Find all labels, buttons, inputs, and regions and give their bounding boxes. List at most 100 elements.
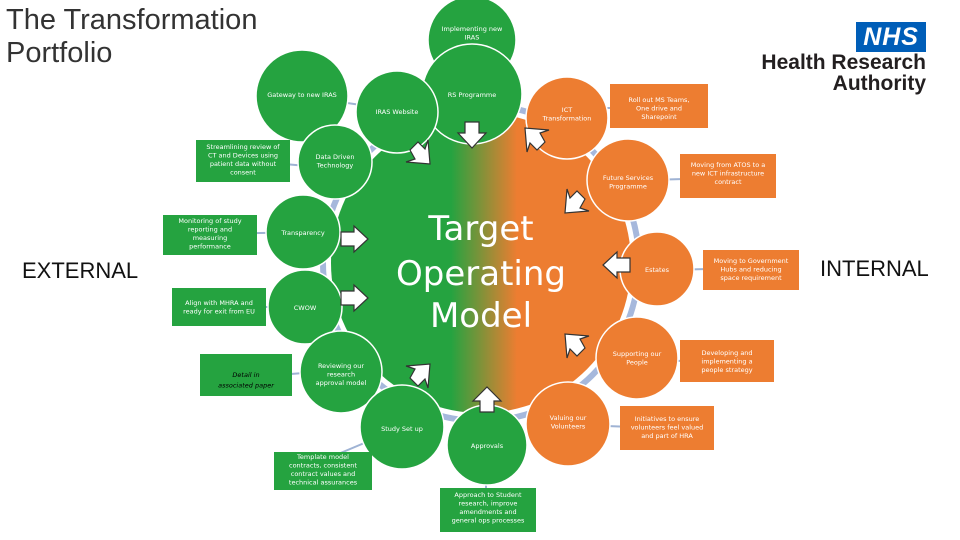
- arrow-diag-top-right: [524, 127, 550, 153]
- label-line: Align with MHRA and: [185, 299, 253, 307]
- logo-line-1: Health Research: [761, 51, 926, 74]
- label-line: patient data without: [210, 160, 277, 168]
- label-line: associated paper: [218, 381, 275, 389]
- arrow-left-estates: [602, 250, 631, 280]
- label-line: contract: [715, 178, 742, 186]
- label-line: People: [626, 358, 648, 366]
- label-line: implementing a: [701, 357, 752, 365]
- label-detail: Detail in associated paper: [218, 371, 275, 389]
- label-gateway-iras: Gateway to new IRAS: [267, 91, 337, 99]
- center-title-line3: Model: [430, 296, 532, 336]
- label-line: reporting and: [188, 225, 232, 233]
- box-moving-gov: [703, 250, 799, 290]
- logo-line-2: Authority: [832, 72, 926, 95]
- center-title-line1: Target: [427, 209, 533, 249]
- label-line: consent: [230, 168, 256, 176]
- bubble-data-driven: [297, 124, 373, 200]
- label-rs-programme: RS Programme: [448, 91, 496, 99]
- label-line: Roll out MS Teams,: [628, 96, 689, 104]
- label-line: space requirement: [720, 274, 782, 282]
- label-line: Future Services: [603, 174, 654, 182]
- label-line: Moving from ATOS to a: [691, 161, 766, 169]
- label-line: Technology: [316, 161, 354, 169]
- bubble-ict-transformation: [525, 76, 609, 160]
- label-line: Reviewing our: [318, 362, 364, 370]
- label-line: new ICT infrastructure: [692, 169, 764, 177]
- label-line: Valuing our: [550, 414, 587, 422]
- box-student-research: [440, 488, 536, 532]
- center-title-line2: Operating: [396, 254, 566, 294]
- label-study-setup: Study Set up: [381, 425, 423, 433]
- box-template-model: [274, 452, 372, 490]
- label-line: IRAS: [465, 33, 480, 41]
- bubble-reviewing: [299, 330, 383, 414]
- arrow-diag-lower-right: [564, 333, 590, 359]
- label-line: research: [327, 370, 355, 378]
- arrow-right-cwow: [340, 283, 369, 313]
- label-line: Supporting our: [613, 350, 662, 358]
- external-label: EXTERNAL: [22, 258, 139, 283]
- label-line: RS Programme: [448, 91, 496, 99]
- box-detail: [200, 354, 292, 396]
- label-line: Hubs and reducing: [720, 265, 781, 273]
- label-line: performance: [189, 242, 231, 250]
- label-cwow: CWOW: [294, 304, 317, 312]
- label-estates: Estates: [645, 266, 670, 274]
- label-iras-website: IRAS Website: [376, 108, 419, 116]
- label-approvals: Approvals: [471, 442, 504, 450]
- box-streamlining: [196, 140, 290, 182]
- target-operating-model-circle: [331, 113, 631, 413]
- arrow-diag-lower-left: [405, 363, 431, 389]
- label-line: people strategy: [701, 366, 752, 374]
- label-line: Approvals: [471, 442, 504, 450]
- nhs-hra-logo: NHS Health Research Authority: [761, 22, 926, 94]
- label-line: technical assurances: [289, 478, 358, 486]
- label-transparency: Transparency: [280, 229, 325, 237]
- arrow-diag-upper-right: [564, 188, 590, 214]
- bubble-supporting-people: [595, 316, 679, 400]
- bubble-iras-website: [355, 70, 439, 154]
- box-monitoring: [163, 215, 257, 255]
- label-line: Data Driven: [315, 153, 354, 161]
- label-line: volunteers feel valued: [631, 423, 704, 431]
- bubble-transparency: [265, 194, 341, 270]
- label-line: Approach to Student: [454, 491, 522, 499]
- label-line: CT and Devices using: [208, 151, 278, 159]
- label-line: research, improve: [459, 499, 518, 507]
- arrows: [340, 121, 631, 413]
- bubble-cwow: [267, 269, 343, 345]
- label-line: Moving to Government: [714, 257, 789, 265]
- label-line: measuring: [193, 234, 228, 242]
- label-line: Implementing new: [442, 25, 503, 33]
- label-line: Transparency: [280, 229, 325, 237]
- label-line: Detail in: [232, 371, 259, 379]
- label-line: One drive and: [636, 104, 682, 112]
- label-line: general ops processes: [452, 516, 525, 524]
- label-line: Monitoring of study: [178, 217, 241, 225]
- label-line: and part of HRA: [641, 432, 693, 440]
- label-line: contract values and: [291, 470, 356, 478]
- label-line: Sharepoint: [641, 113, 677, 121]
- internal-label: INTERNAL: [820, 256, 929, 281]
- page-title: The Transformation Portfolio: [6, 4, 258, 69]
- bubble-gateway-iras: [255, 49, 349, 143]
- label-line: amendments and: [459, 508, 516, 516]
- bubble-future-services: [586, 138, 670, 222]
- label-line: Volunteers: [551, 422, 586, 430]
- nhs-mark: NHS: [856, 22, 926, 52]
- box-initiatives-volunteers: [620, 406, 714, 450]
- label-line: contracts, consistent: [289, 461, 357, 469]
